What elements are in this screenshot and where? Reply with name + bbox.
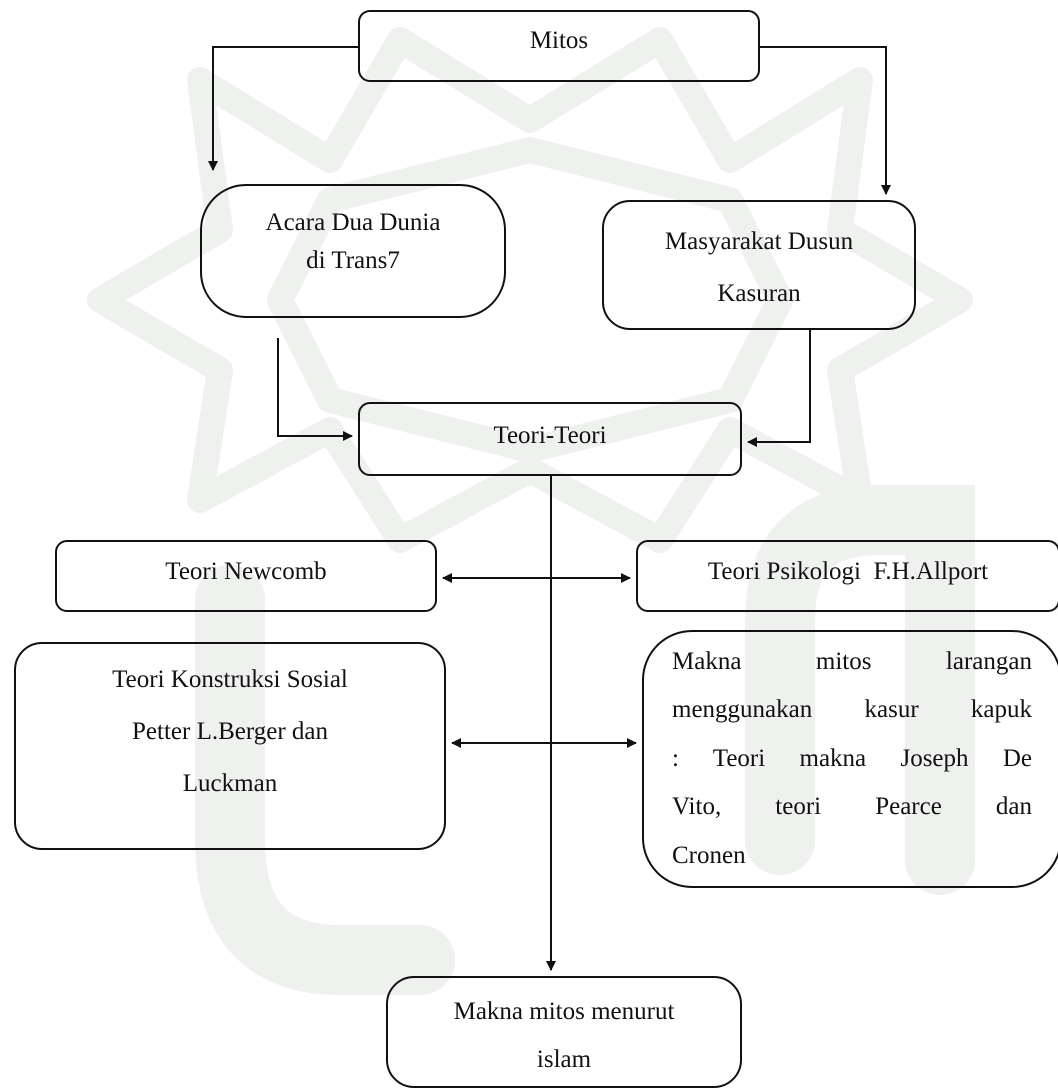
node-teori-teori: Teori-Teori: [358, 402, 742, 476]
node-mitos: Mitos: [358, 10, 760, 82]
node-makna-line-1: Makna mitos larangan: [672, 647, 1032, 675]
node-makna-mitos-islam: Makna mitos menurut islam: [386, 976, 742, 1088]
node-konstruksi-line-2: Petter L.Berger dan: [132, 718, 328, 745]
node-konstruksi-line-1: Teori Konstruksi Sosial: [112, 666, 348, 693]
node-makna-line-4: Vito, teori Pearce dan: [672, 793, 1032, 821]
node-konstruksi-line-3: Luckman: [182, 770, 278, 797]
node-acara-line-2: di Trans7: [306, 247, 400, 274]
node-makna-mitos-larangan: Makna mitos larangan menggunakan kasur k…: [642, 630, 1058, 888]
node-makna-line-2: menggunakan kasur kapuk: [672, 696, 1032, 724]
edge-acara-to-teori: [277, 338, 353, 441]
node-islam-line-1: Makna mitos menurut: [453, 998, 675, 1025]
node-teori-psikologi: Teori Psikologi F.H.Allport: [636, 540, 1058, 612]
node-psikologi-line: Teori Psikologi F.H.Allport: [707, 558, 989, 585]
node-makna-line-3: : Teori makna Joseph De: [672, 744, 1032, 772]
node-acara-dua-dunia: Acara Dua Dunia di Trans7: [200, 184, 506, 318]
node-makna-line-5: Cronen: [672, 841, 746, 869]
node-teori-line: Teori-Teori: [493, 422, 607, 449]
node-islam-line-2: islam: [536, 1046, 592, 1073]
node-masyarakat-dusun-kasuran: Masyarakat Dusun Kasuran: [602, 200, 916, 330]
edge-mitos-to-acara: [208, 46, 358, 171]
node-teori-konstruksi-sosial: Teori Konstruksi Sosial Petter L.Berger …: [14, 642, 446, 850]
node-newcomb-line: Teori Newcomb: [165, 558, 327, 585]
node-masyarakat-line-1: Masyarakat Dusun: [664, 228, 854, 255]
node-teori-newcomb: Teori Newcomb: [55, 540, 437, 612]
node-masyarakat-line-2: Kasuran: [717, 280, 801, 307]
edge-mitos-to-masyarakat: [760, 46, 891, 195]
node-mitos-line: Mitos: [529, 27, 589, 54]
node-acara-line-1: Acara Dua Dunia: [265, 209, 441, 236]
edge-masyarakat-to-teori: [747, 330, 811, 447]
